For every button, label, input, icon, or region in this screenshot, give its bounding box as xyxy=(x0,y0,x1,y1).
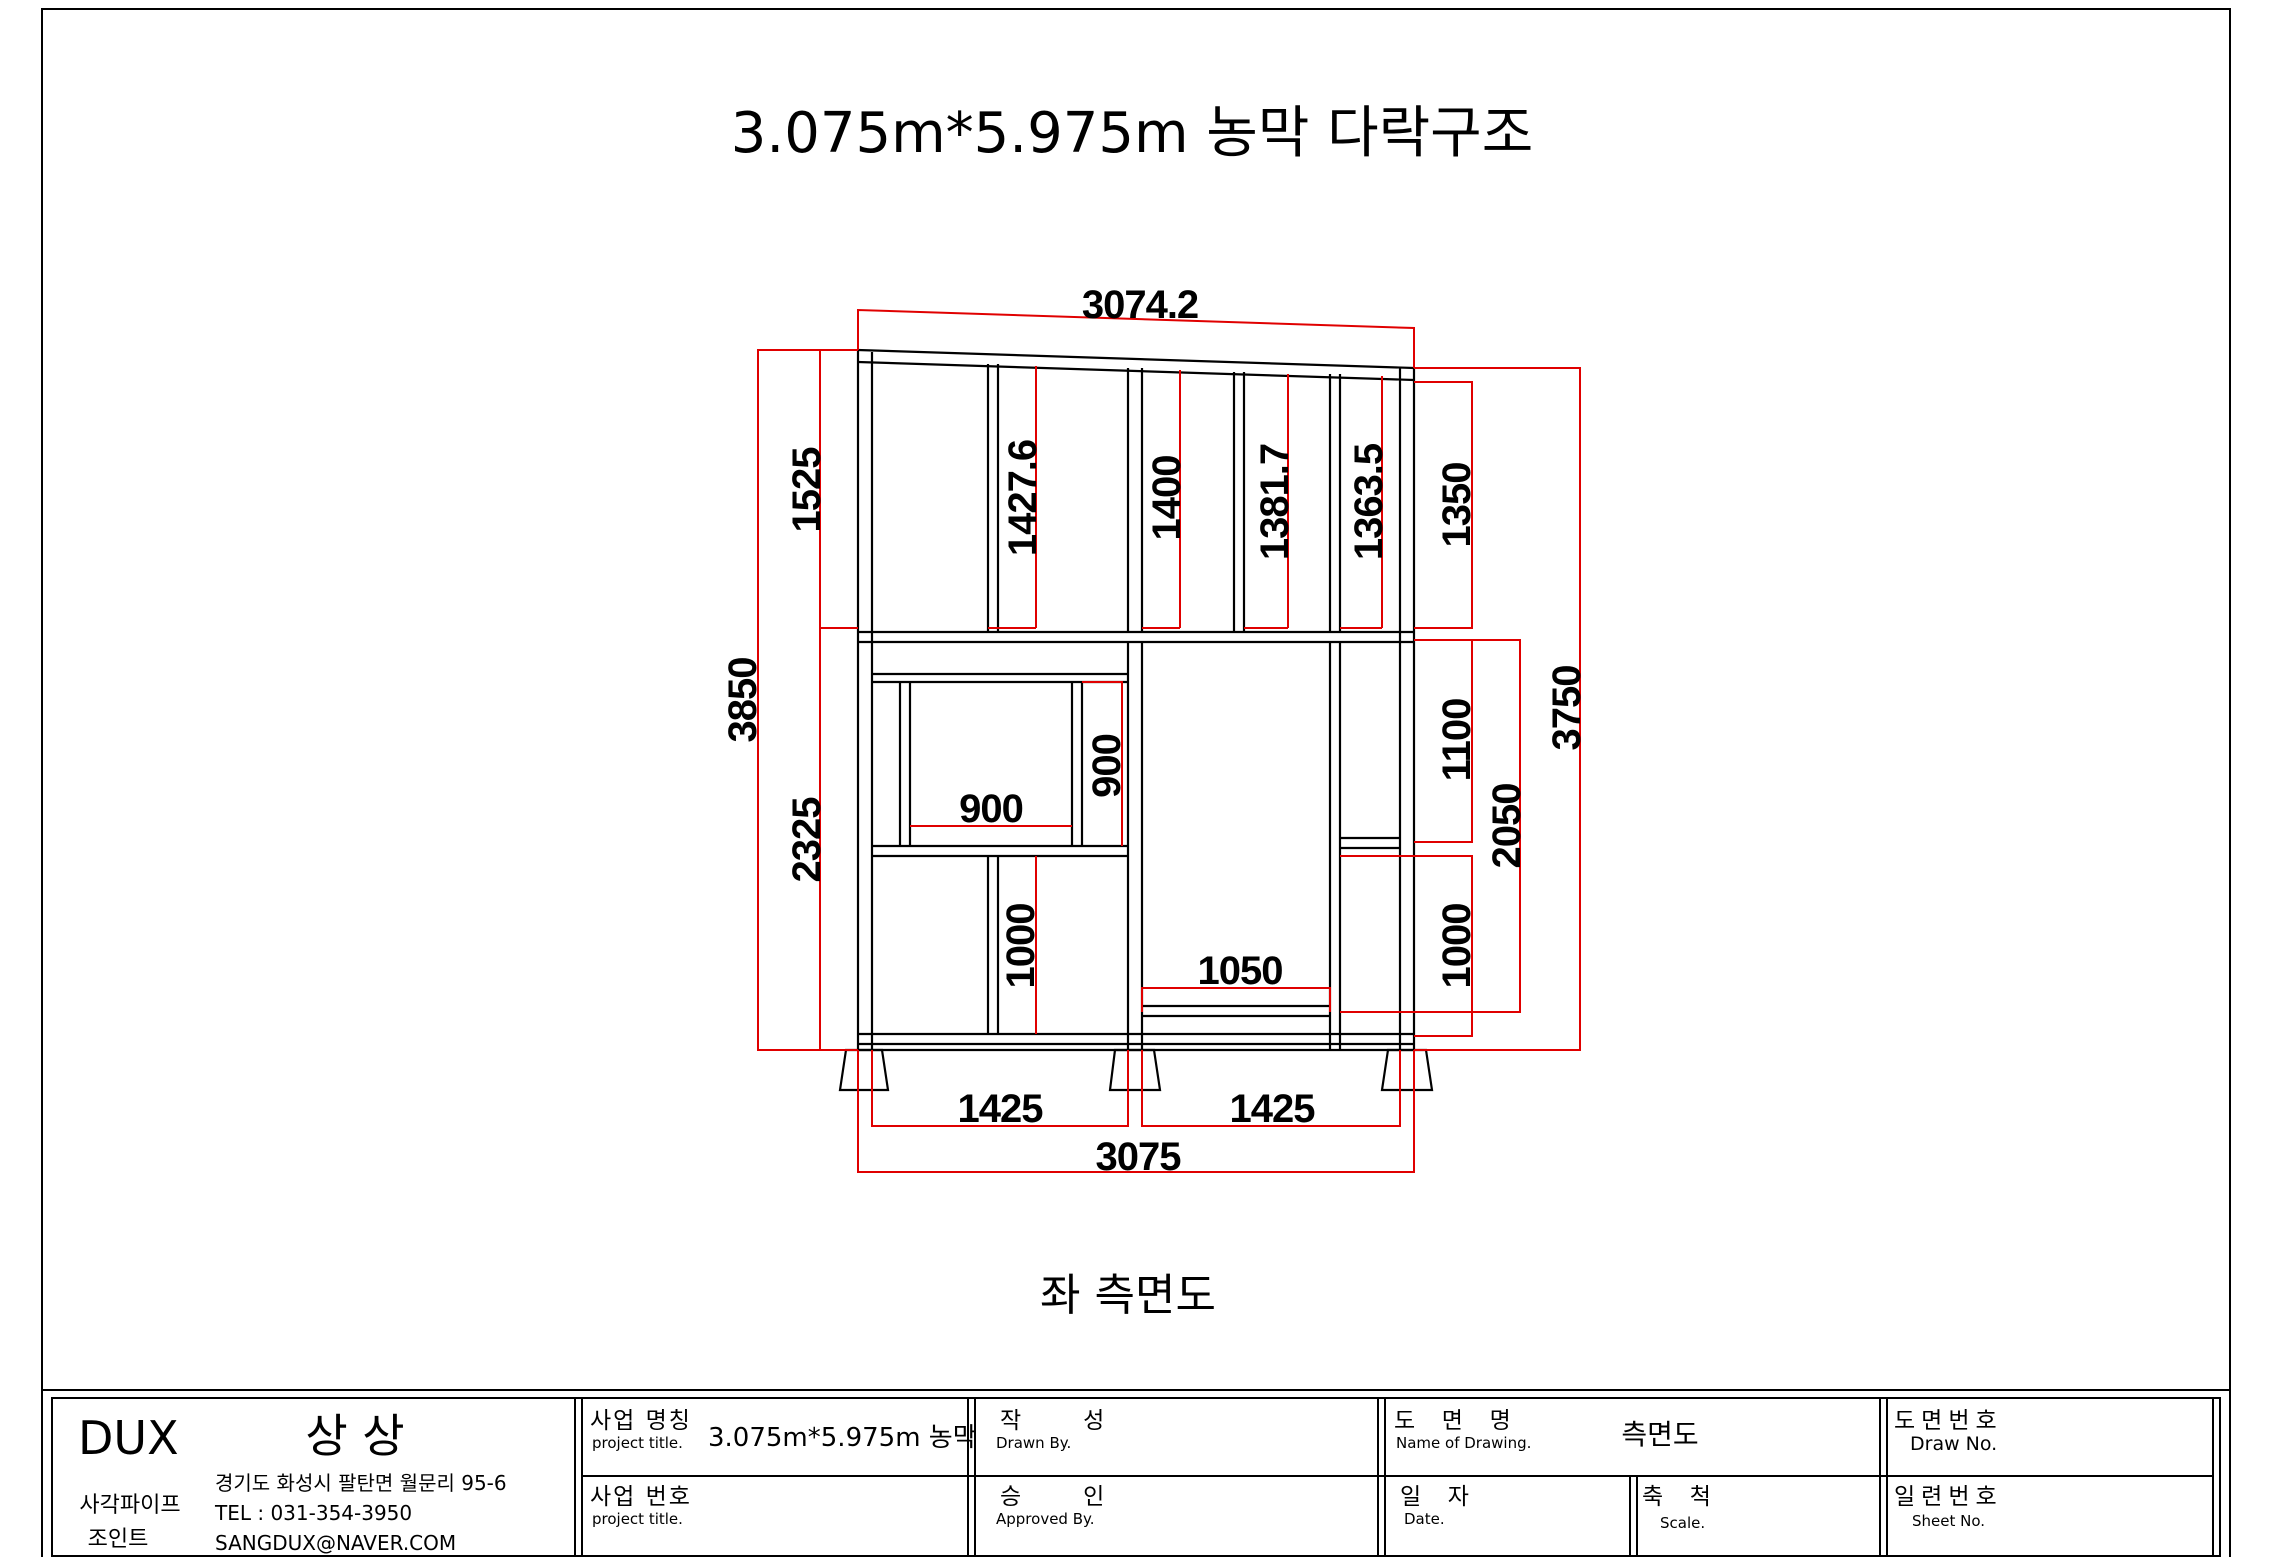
dim-stud-3: 1381.7 xyxy=(1253,444,1297,560)
drawing-title: 3.075m*5.975m 농막 다락구조 xyxy=(731,101,1533,166)
drawing-name-value: 측면도 xyxy=(1621,1418,1698,1451)
drawn-by-label: 작 성 xyxy=(1000,1408,1114,1434)
dim-stud-1: 1427.6 xyxy=(1001,440,1045,556)
company-logo-text: DUX xyxy=(78,1411,179,1465)
draw-no-sub: Draw No. xyxy=(1910,1433,1997,1455)
drawn-by-sub: Drawn By. xyxy=(996,1434,1071,1452)
dim-overall-height-right: 3750 xyxy=(1545,666,1589,751)
dim-stud-4: 1363.5 xyxy=(1347,443,1391,560)
sheet-border xyxy=(41,8,2231,1557)
approved-by-label: 승 인 xyxy=(1000,1484,1114,1510)
dimension-labels: 3074.2 3850 1525 2325 1427.6 1400 1381.7… xyxy=(721,283,1589,1179)
dim-right-upper-opening: 1100 xyxy=(1435,699,1479,782)
dim-right-lower-opening: 1000 xyxy=(1435,904,1479,989)
dim-lower-height-left: 2325 xyxy=(785,797,829,883)
dim-overall-height-left: 3850 xyxy=(721,658,765,743)
dim-bay-left: 1425 xyxy=(958,1087,1044,1131)
dim-left-lower-opening: 1000 xyxy=(999,904,1043,989)
dim-stud-2: 1400 xyxy=(1145,456,1189,541)
scale-sub: Scale. xyxy=(1660,1514,1705,1532)
sheet-no-sub: Sheet No. xyxy=(1912,1512,1985,1530)
company-name: 상 상 xyxy=(305,1409,404,1463)
company-subtitle-1: 사각파이프 xyxy=(79,1493,180,1518)
company-subtitle-2: 조인트 xyxy=(88,1527,149,1552)
dim-stud-right: 1350 xyxy=(1435,463,1479,548)
project-name-label: 사업 명칭 xyxy=(590,1408,692,1434)
date-sub: Date. xyxy=(1404,1510,1445,1528)
draw-no-label: 도면번호 xyxy=(1894,1408,2003,1434)
approved-by-sub: Approved By. xyxy=(996,1510,1095,1528)
dim-bottom-width: 3075 xyxy=(1096,1135,1182,1179)
scale-label: 축 척 xyxy=(1642,1484,1715,1510)
dimension-lines xyxy=(757,308,1581,1173)
dim-right-lower-height: 2050 xyxy=(1485,784,1529,869)
project-name-sub: project title. xyxy=(592,1434,683,1452)
dim-window-height: 900 xyxy=(1085,734,1129,798)
dim-top-width: 3074.2 xyxy=(1082,283,1198,327)
title-block: DUX 상 상 사각파이프 조인트 경기도 화성시 팔탄면 월문리 95-6 T… xyxy=(42,1389,2230,1557)
drawing-name-sub: Name of Drawing. xyxy=(1396,1434,1531,1452)
date-label: 일 자 xyxy=(1400,1484,1473,1510)
dim-bay-right: 1425 xyxy=(1230,1087,1316,1131)
project-no-label: 사업 번호 xyxy=(590,1484,692,1510)
project-no-sub: project title. xyxy=(592,1510,683,1528)
dim-door-width: 1050 xyxy=(1198,949,1283,993)
frame-structure xyxy=(838,348,1434,1092)
dim-upper-height-left: 1525 xyxy=(785,447,829,533)
company-tel: TEL : 031-354-3950 xyxy=(214,1501,412,1525)
view-label: 좌 측면도 xyxy=(1040,1270,1216,1321)
drawing-name-label: 도 면 명 xyxy=(1394,1408,1515,1434)
company-address: 경기도 화성시 팔탄면 월문리 95-6 xyxy=(215,1471,507,1495)
dim-window-width: 900 xyxy=(959,787,1023,831)
company-email: SANGDUX@NAVER.COM xyxy=(215,1531,456,1555)
project-name-value: 3.075m*5.975m 농막 xyxy=(708,1423,977,1453)
sheet-no-label: 일련번호 xyxy=(1894,1484,2003,1510)
